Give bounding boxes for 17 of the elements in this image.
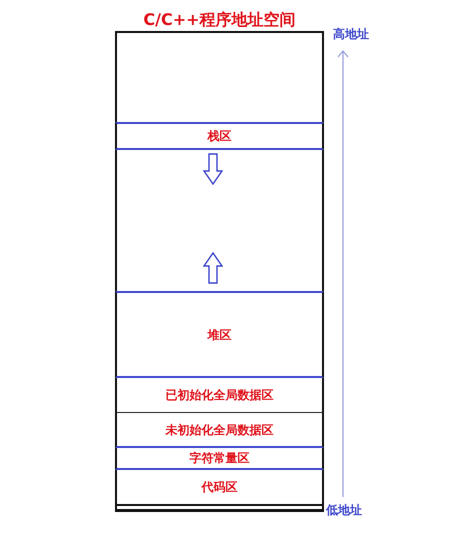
segment-label: 堆区: [208, 328, 232, 342]
address-label: 低地址: [326, 503, 362, 517]
segment-label: 已初始化全局数据区: [166, 388, 274, 402]
memory-segment: [115, 413, 324, 448]
address-label: 高地址: [333, 27, 369, 41]
blank-segment: [115, 31, 324, 123]
memory-segment: [115, 122, 324, 150]
blank-segment: [115, 150, 324, 291]
memory-segment: [115, 470, 324, 506]
segment-label: 字符常量区: [190, 451, 250, 465]
segment-label: 代码区: [202, 480, 238, 494]
memory-segment: [115, 378, 324, 413]
segment-label: 栈区: [208, 129, 232, 143]
memory-segment: [115, 448, 324, 470]
memory-segment: [115, 291, 324, 378]
diagram-title: C/C++程序地址空间: [143, 10, 296, 29]
segment-label: 未初始化全局数据区: [166, 422, 274, 436]
